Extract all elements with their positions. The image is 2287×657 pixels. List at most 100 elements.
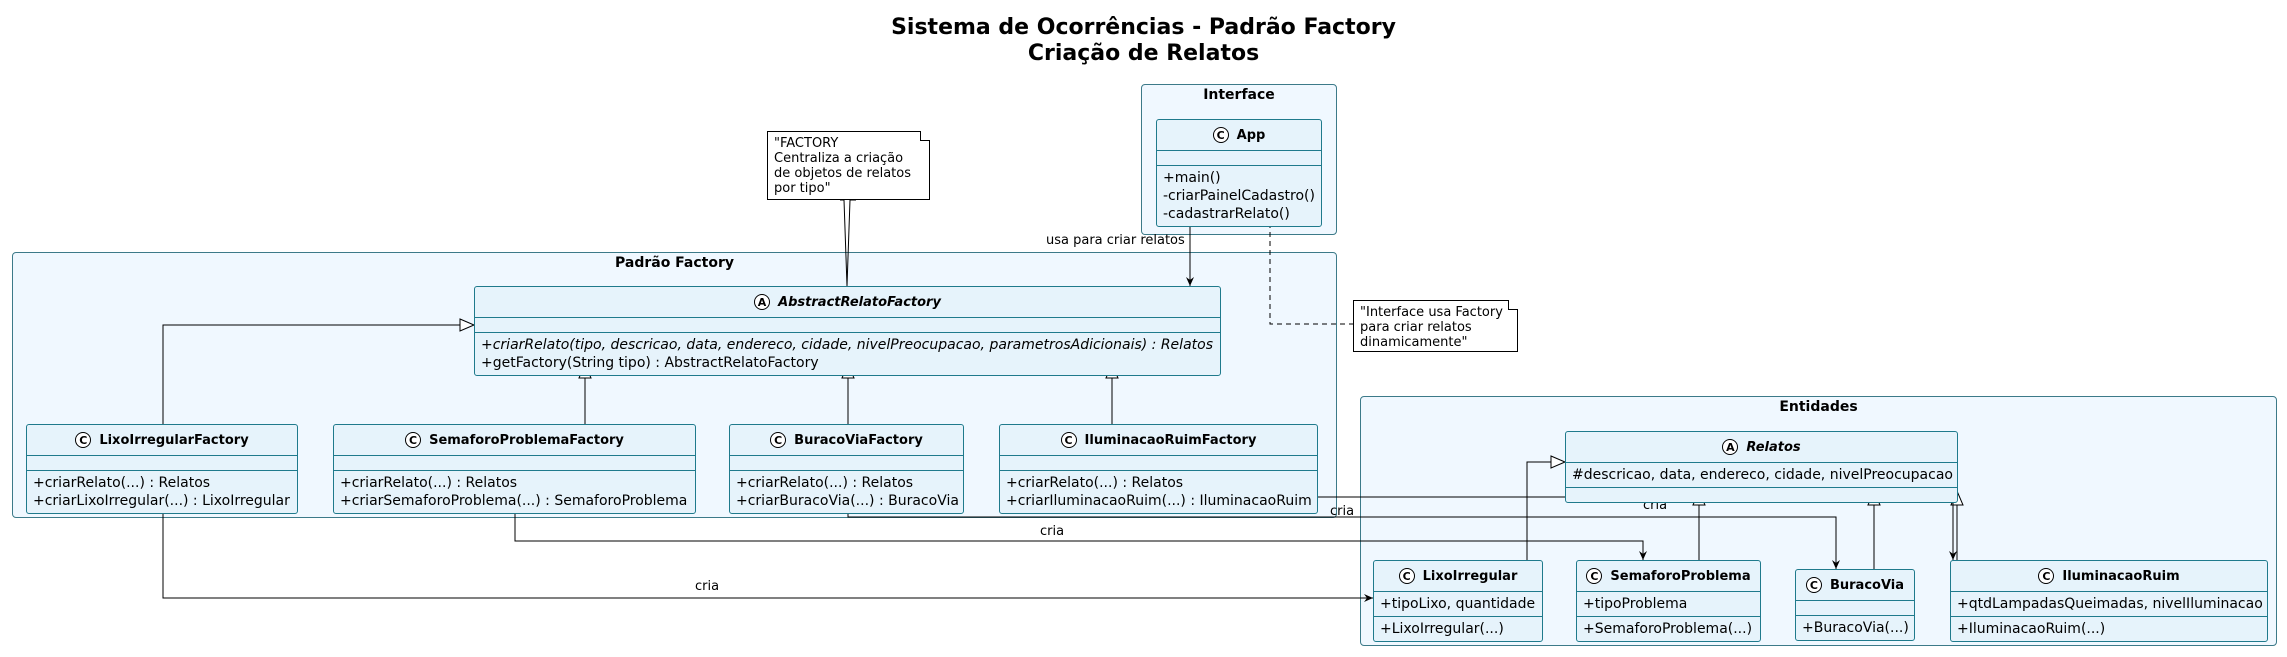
class-header: C LixoIrregular <box>1374 561 1542 592</box>
class-name: IluminacaoRuim <box>2062 568 2180 584</box>
edge-label-cria-buraco: cria <box>1330 504 1355 519</box>
class-header: C SemaforoProblemaFactory <box>334 425 695 456</box>
class-name: SemaforoProblema <box>1610 568 1751 584</box>
note-factory-link <box>840 199 856 287</box>
class-method: +SemaforoProblema(...) <box>1583 621 1753 637</box>
class-name: LixoIrregularFactory <box>99 432 249 448</box>
class-methods: +main()-criarPainelCadastro()-cadastrarR… <box>1157 166 1321 226</box>
class-header: C BuracoViaFactory <box>730 425 963 456</box>
note-factory: "FACTORY Centraliza a criação de objetos… <box>767 131 930 200</box>
class-field: +tipoProblema <box>1583 596 1688 612</box>
class-relatos[interactable]: A Relatos #descricao, data, endereco, cida… <box>1565 431 1958 503</box>
class-method: +LixoIrregular(...) <box>1380 621 1504 637</box>
class-field: +tipoLixo, quantidade <box>1380 596 1536 612</box>
class-header: C SemaforoProblema <box>1577 561 1760 592</box>
class-methods: +criarRelato(tipo, descricao, data, ende… <box>475 333 1220 375</box>
class-name: BuracoViaFactory <box>794 432 923 448</box>
class-name: IluminacaoRuimFactory <box>1084 432 1257 448</box>
class-method: +criarRelato(...) : Relatos <box>1006 475 1184 491</box>
class-icon: C <box>1060 432 1077 448</box>
abstract-class-icon: A <box>1722 439 1739 455</box>
class-header: C App <box>1157 120 1321 151</box>
edge-label-usa: usa para criar relatos <box>1046 233 1185 248</box>
class-method: +criarSemaforoProblema(...) : SemaforoPr… <box>340 493 688 509</box>
class-methods <box>1566 488 1957 502</box>
edge-cria-lixo <box>162 500 1373 602</box>
inherit-lixo-factory <box>162 325 474 424</box>
class-methods: +criarRelato(...) : Relatos+criarLixoIrr… <box>27 471 297 513</box>
class-semaforo-problema-factory[interactable]: C SemaforoProblemaFactory +criarRelato(...… <box>333 424 696 514</box>
class-semaforo-problema[interactable]: C SemaforoProblema +tipoProblema +SemaforoP… <box>1576 560 1761 642</box>
class-method: -cadastrarRelato() <box>1163 206 1290 222</box>
edge-cria-iluminacao <box>1318 496 1957 560</box>
class-iluminacao-ruim[interactable]: C IluminacaoRuim +qtdLampadasQueimadas, ni… <box>1950 560 2268 642</box>
class-buraco-via-factory[interactable]: C BuracoViaFactory +criarRelato(...) : Rel… <box>729 424 964 514</box>
class-fields: +tipoProblema <box>1577 592 1760 617</box>
edge-cria-semaforo <box>514 500 1647 560</box>
edge-label-cria-semaforo: cria <box>1040 524 1065 539</box>
class-name: Relatos <box>1746 439 1801 455</box>
class-methods: +criarRelato(...) : Relatos +criarBuracoV… <box>730 471 963 513</box>
class-method: +main() <box>1163 170 1221 186</box>
class-name: SemaforoProblemaFactory <box>429 432 624 448</box>
class-app[interactable]: C App +main()-criarPainelCadastro()-cadast… <box>1156 119 1322 227</box>
class-icon: C <box>2038 568 2055 584</box>
class-header: C BuracoVia <box>1796 570 1914 601</box>
package-interface-title: Interface <box>1203 87 1275 103</box>
class-name: App <box>1236 127 1266 143</box>
class-fields: #descricao, data, endereco, cidade, nive… <box>1566 463 1957 488</box>
class-iluminacao-ruim-factory[interactable]: C IluminacaoRuimFactory +criarRelato(...) … <box>999 424 1318 514</box>
diagram-subtitle: Criação de Relatos <box>1027 41 1260 66</box>
class-method: +criarBuracoVia(...) : BuracoVia <box>736 493 959 509</box>
edge-label-cria-lixo: cria <box>695 579 720 594</box>
inherit-lixo <box>1526 462 1565 560</box>
class-methods: +LixoIrregular(...) <box>1374 617 1542 641</box>
class-lixo-irregular-factory[interactable]: C LixoIrregularFactory +criarRelato(...) :… <box>26 424 298 514</box>
class-method: +criarRelato(...) : Relatos <box>736 475 914 491</box>
class-name: AbstractRelatoFactory <box>778 294 941 310</box>
class-fields <box>334 456 695 471</box>
class-methods: +BuracoVia(...) <box>1796 616 1914 640</box>
class-header: C LixoIrregularFactory <box>27 425 297 456</box>
class-icon: C <box>1586 568 1603 584</box>
class-icon: C <box>75 432 92 448</box>
class-fields <box>730 456 963 471</box>
note-interface-link <box>1269 214 1353 325</box>
class-fields <box>1796 601 1914 616</box>
class-field: #descricao, data, endereco, cidade, nive… <box>1572 467 1953 483</box>
class-fields <box>1000 456 1317 471</box>
class-methods: +SemaforoProblema(...) <box>1577 617 1760 641</box>
class-fields <box>475 318 1220 333</box>
class-methods: +criarRelato(...) : Relatos +criarIlumina… <box>1000 471 1317 513</box>
class-icon: C <box>1212 127 1229 143</box>
class-method: +criarIluminacaoRuim(...) : IluminacaoRu… <box>1006 493 1312 509</box>
class-header: A Relatos <box>1566 432 1957 463</box>
class-fields: +qtdLampadasQueimadas, nivelIluminacao <box>1951 592 2267 617</box>
class-icon: C <box>770 432 787 448</box>
class-method: +criarRelato(...) : Relatos <box>340 475 518 491</box>
class-lixo-irregular[interactable]: C LixoIrregular +tipoLixo, quantidade +Lixo… <box>1373 560 1543 642</box>
class-method: +getFactory(String tipo) : AbstractRelat… <box>481 355 819 371</box>
class-icon: C <box>1398 568 1415 584</box>
class-method: +criarRelato(tipo, descricao, data, ende… <box>481 337 1213 353</box>
package-entidades-title: Entidades <box>1779 399 1858 415</box>
class-methods: +criarRelato(...) : Relatos +criarSemafor… <box>334 471 695 513</box>
class-header: C IluminacaoRuim <box>1951 561 2267 592</box>
class-fields <box>27 456 297 471</box>
class-methods: +IluminacaoRuim(...) <box>1951 617 2267 641</box>
class-method: +criarLixoIrregular(...) : LixoIrregular <box>33 493 290 509</box>
class-icon: C <box>405 432 422 448</box>
class-method: +BuracoVia(...) <box>1802 620 1909 636</box>
package-factory-title: Padrão Factory <box>614 255 735 271</box>
class-name: LixoIrregular <box>1422 568 1518 584</box>
diagram-title: Sistema de Ocorrências - Padrão Factory <box>891 15 1396 40</box>
class-buraco-via[interactable]: C BuracoVia +BuracoVia(...) <box>1795 569 1915 641</box>
class-method: +IluminacaoRuim(...) <box>1957 621 2106 637</box>
note-interface: "Interface usa Factory para criar relato… <box>1353 300 1518 352</box>
class-fields <box>1157 151 1321 166</box>
class-fields: +tipoLixo, quantidade <box>1374 592 1542 617</box>
class-icon: C <box>1805 577 1822 593</box>
class-name: BuracoVia <box>1829 577 1905 593</box>
